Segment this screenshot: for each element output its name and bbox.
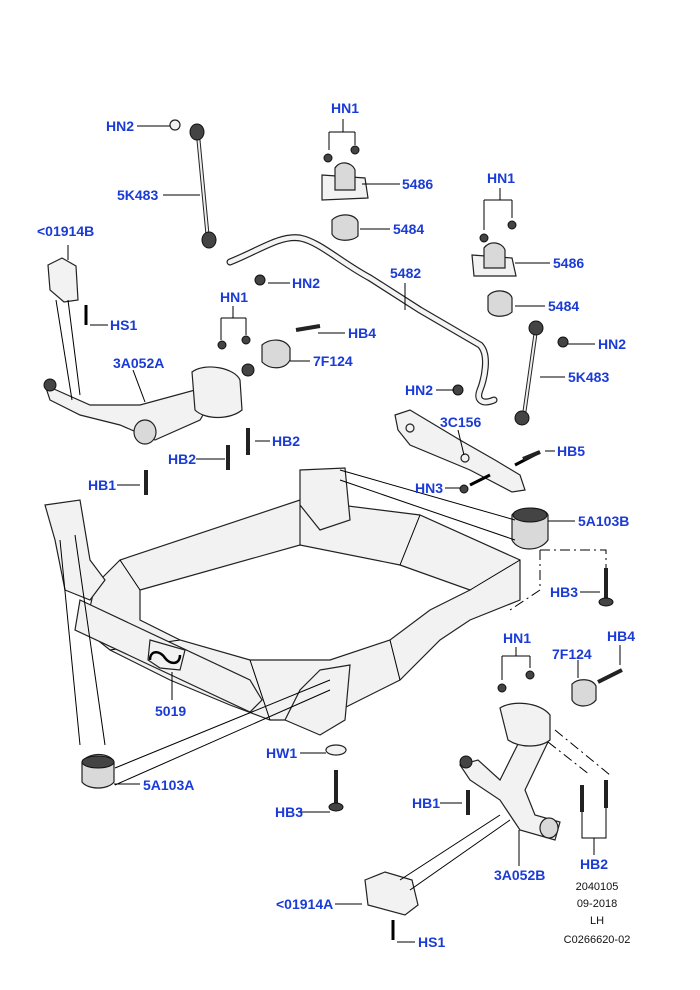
label-01914a: <01914A: [276, 896, 333, 912]
label-hb3-lower: HB3: [275, 804, 303, 820]
label-5486-right: 5486: [553, 255, 584, 271]
label-7f124-lower: 7F124: [552, 646, 592, 662]
label-hw1: HW1: [266, 745, 297, 761]
footer-code1: 2040105: [576, 881, 619, 893]
label-hb4-top: HB4: [348, 325, 376, 341]
label-hs1-top: HS1: [110, 317, 137, 333]
label-hb2-right: HB2: [272, 433, 300, 449]
label-hb2-left: HB2: [168, 451, 196, 467]
subframe-bush-right: [511, 507, 549, 550]
label-hn1-left: HN1: [220, 289, 248, 305]
label-hs1-lower: HS1: [418, 934, 445, 950]
label-7f124-top: 7F124: [313, 353, 353, 369]
subframe-bolt-right: [598, 568, 614, 607]
label-5486-top: 5486: [402, 176, 433, 192]
label-5482: 5482: [390, 265, 421, 281]
label-3c156: 3C156: [440, 414, 481, 430]
part-labels: HN2 HN1 5486 5K483 5484 HN1 <01914B 5486…: [37, 100, 635, 950]
bolts: [144, 324, 623, 815]
label-hn2-lower: HN2: [405, 382, 433, 398]
footer-side: LH: [590, 915, 604, 927]
stabilizer-bar: [226, 234, 498, 406]
label-5484-right: 5484: [548, 298, 579, 314]
bracket-left: [47, 257, 88, 325]
lower-arm-left: [43, 339, 291, 445]
footer-date: 09-2018: [577, 898, 617, 910]
leader-lines: [55, 119, 621, 943]
reinforcement-bracket: [394, 409, 541, 493]
label-5019: 5019: [155, 703, 186, 719]
label-5a103a: 5A103A: [143, 777, 194, 793]
label-5484-top: 5484: [393, 221, 424, 237]
bracket-right: [364, 871, 419, 940]
label-hb4-lower: HB4: [607, 628, 635, 644]
label-hn1-top: HN1: [331, 100, 359, 116]
label-hb1-lower: HB1: [412, 795, 440, 811]
label-hb1-top: HB1: [88, 477, 116, 493]
label-5k483-right: 5K483: [568, 369, 609, 385]
label-5a103b: 5A103B: [578, 513, 629, 529]
label-hb2-lower: HB2: [580, 856, 608, 872]
lower-arm-right: [459, 670, 597, 841]
label-3a052a: 3A052A: [113, 355, 164, 371]
label-hn1-right: HN1: [487, 170, 515, 186]
label-5k483-top: 5K483: [117, 187, 158, 203]
washer-and-bolt-center: [325, 744, 347, 812]
label-3a052b: 3A052B: [494, 867, 545, 883]
label-hb3-right: HB3: [550, 584, 578, 600]
stabilizer-link-left: [169, 119, 266, 286]
label-hn1-lower: HN1: [503, 630, 531, 646]
label-01914b: <01914B: [37, 223, 94, 239]
tube-clip: [148, 651, 182, 665]
footer-code2: C0266620-02: [564, 934, 631, 946]
label-hn2-right: HN2: [598, 336, 626, 352]
label-hn2-mid: HN2: [292, 275, 320, 291]
subframe-bush-left: [81, 753, 115, 789]
label-hn3: HN3: [415, 480, 443, 496]
label-hn2-top: HN2: [106, 118, 134, 134]
diagram-footer: 2040105 09-2018 LH C0266620-02: [564, 881, 631, 946]
label-hb5: HB5: [557, 443, 585, 459]
clamp-and-bush-upper: [321, 145, 517, 317]
front-subframe: [44, 467, 521, 736]
